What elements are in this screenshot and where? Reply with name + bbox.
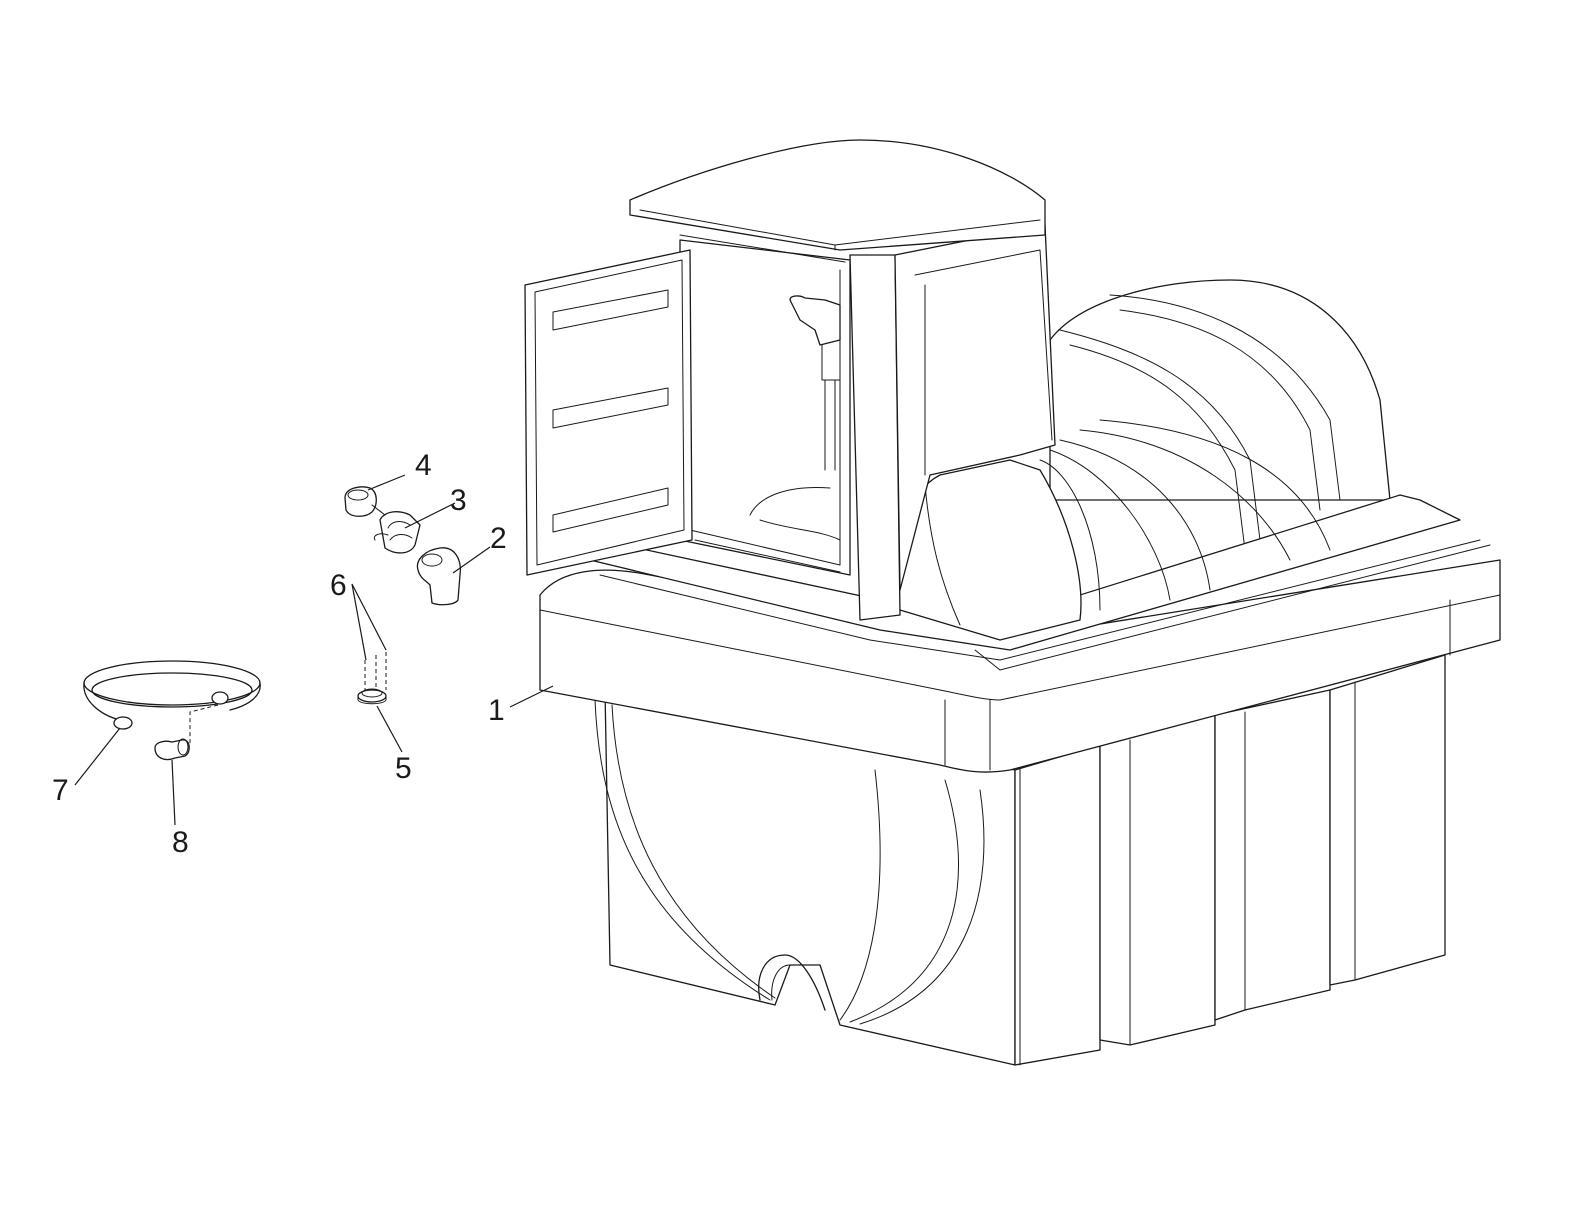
leader-lines [74,474,554,826]
callout-labels: 1 2 3 4 5 6 7 8 [52,449,507,859]
callout-7: 7 [52,774,69,807]
part-6-assembly-lines [364,652,387,690]
part-4-cap [344,486,386,517]
cabinet-door [524,249,693,576]
callout-6: 6 [330,569,347,602]
tank-body [539,279,1501,1066]
callout-4: 4 [415,449,432,482]
part-3-coupler [373,511,421,554]
callout-8: 8 [172,826,189,859]
callout-5: 5 [395,752,412,785]
part-2-elbow [416,547,461,606]
part-7-hose [83,660,261,745]
callout-3: 3 [450,484,467,517]
callout-1: 1 [488,694,505,727]
dispenser-cabinet [524,139,1056,621]
callout-2: 2 [490,522,507,555]
part-5-nut [357,688,387,705]
part-8-fitting [154,738,190,761]
